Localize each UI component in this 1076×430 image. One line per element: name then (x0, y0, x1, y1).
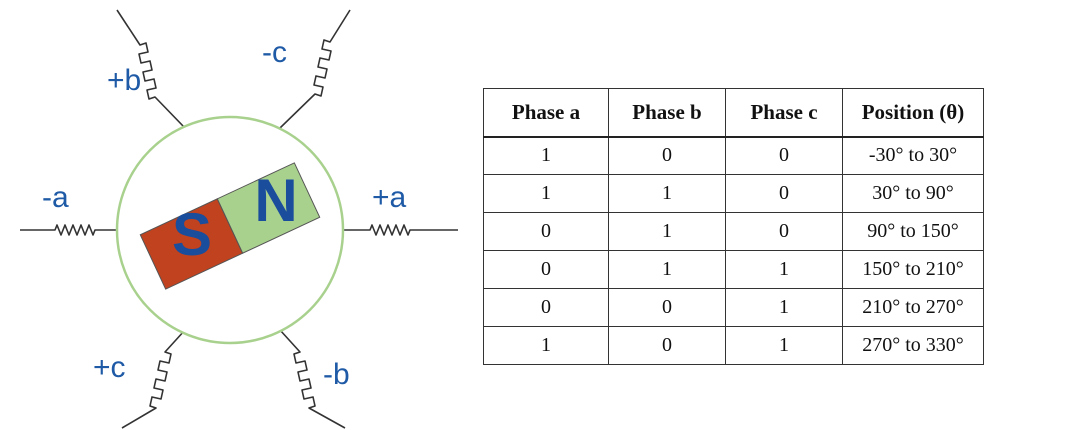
table-row: 1 0 0 -30° to 30° (483, 136, 984, 175)
cell-phase-b: 0 (608, 326, 726, 365)
table-row: 1 1 0 30° to 90° (483, 174, 984, 213)
table-row: 1 0 1 270° to 330° (483, 326, 984, 365)
label-plus-c: +c (93, 351, 126, 384)
label-plus-a: +a (372, 181, 407, 214)
coil-minus-c (279, 9, 351, 129)
cell-phase-c: 0 (725, 174, 843, 213)
table-header-row: Phase a Phase b Phase c Position (θ) (483, 88, 984, 138)
cell-phase-a: 0 (483, 250, 609, 289)
cell-position: -30° to 30° (842, 136, 984, 175)
header-phase-b: Phase b (608, 88, 726, 138)
coil-minus-b (279, 329, 346, 429)
header-phase-c: Phase c (725, 88, 843, 138)
cell-position: 90° to 150° (842, 212, 984, 251)
header-phase-a: Phase a (483, 88, 609, 138)
cell-position: 30° to 90° (842, 174, 984, 213)
cell-phase-c: 1 (725, 250, 843, 289)
cell-phase-b: 1 (608, 212, 726, 251)
cell-position: 270° to 330° (842, 326, 984, 365)
south-pole-label: S (172, 201, 212, 268)
cell-position: 150° to 210° (842, 250, 984, 289)
cell-phase-c: 1 (725, 288, 843, 327)
cell-phase-a: 1 (483, 174, 609, 213)
table-row: 0 0 1 210° to 270° (483, 288, 984, 327)
cell-phase-b: 0 (608, 136, 726, 175)
cell-phase-b: 0 (608, 288, 726, 327)
coil-minus-a (20, 224, 117, 236)
label-minus-c: -c (262, 36, 287, 69)
cell-phase-a: 1 (483, 136, 609, 175)
coil-plus-a (343, 224, 458, 236)
label-minus-b: -b (323, 358, 350, 391)
coil-plus-b (116, 9, 186, 129)
header-position: Position (θ) (842, 88, 984, 138)
label-minus-a: -a (42, 181, 69, 214)
cell-phase-c: 1 (725, 326, 843, 365)
cell-phase-a: 0 (483, 288, 609, 327)
bar-magnet (139, 162, 321, 290)
cell-position: 210° to 270° (842, 288, 984, 327)
north-pole-label: N (254, 167, 297, 234)
cell-phase-c: 0 (725, 136, 843, 175)
cell-phase-b: 1 (608, 174, 726, 213)
label-plus-b: +b (107, 64, 141, 97)
table-row: 0 1 0 90° to 150° (483, 212, 984, 251)
cell-phase-c: 0 (725, 212, 843, 251)
cell-phase-a: 0 (483, 212, 609, 251)
coil-plus-c (121, 329, 186, 429)
cell-phase-a: 1 (483, 326, 609, 365)
cell-phase-b: 1 (608, 250, 726, 289)
motor-diagram: S N -a +a +b -c +c -b (20, 9, 458, 429)
table-row: 0 1 1 150° to 210° (483, 250, 984, 289)
phase-position-table: Phase a Phase b Phase c Position (θ) 1 0… (483, 88, 984, 365)
north-pole-block (216, 162, 321, 254)
